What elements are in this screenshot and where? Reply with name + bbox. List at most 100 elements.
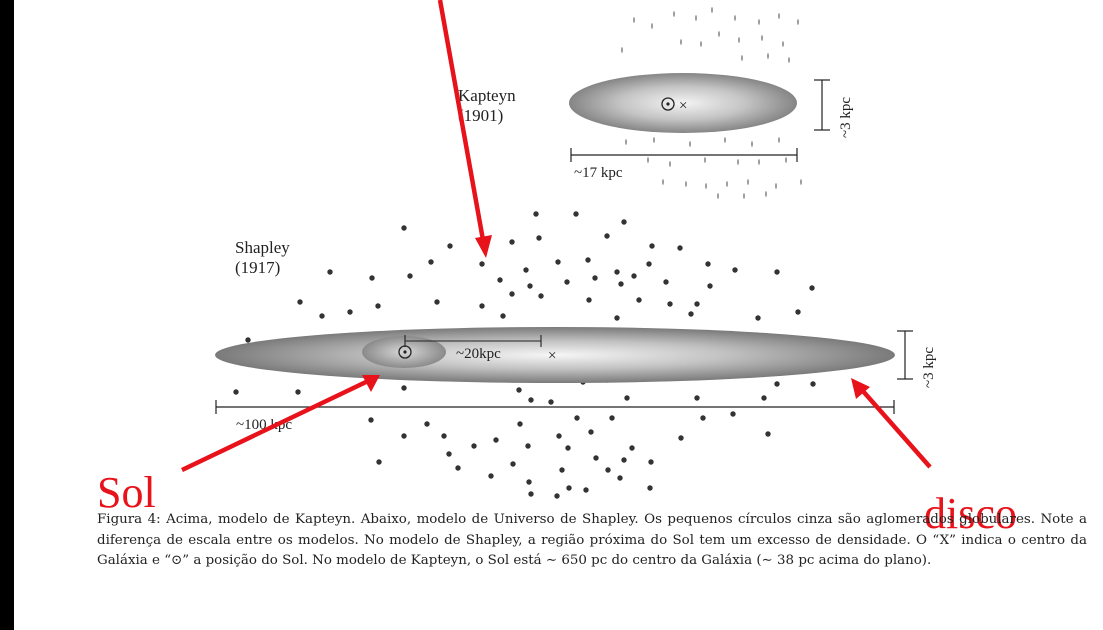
globular-cluster-dot (525, 443, 531, 449)
kapteyn-year: (1901) (458, 106, 503, 125)
shapley-width-scale (215, 400, 895, 414)
globular-cluster-dot (761, 395, 767, 401)
globular-cluster-dot (649, 243, 655, 249)
globular-cluster-dot (810, 381, 816, 387)
globular-cluster-dot (428, 259, 434, 265)
kapteyn-star-mark (653, 137, 655, 143)
kapteyn-star-mark (758, 159, 760, 165)
sun-label: Sol (97, 468, 156, 517)
globular-cluster-dot (667, 301, 673, 307)
globular-cluster-dot (677, 245, 683, 251)
globular-cluster-dot (424, 421, 430, 427)
globular-cluster-dot (624, 395, 630, 401)
globular-cluster-dot (604, 233, 610, 239)
kapteyn-star-mark (797, 19, 799, 25)
globular-cluster-dot (617, 475, 623, 481)
kapteyn-star-mark (647, 157, 649, 163)
globular-cluster-dot (636, 297, 642, 303)
kapteyn-star-mark (782, 41, 784, 47)
globular-cluster-dot (548, 399, 554, 405)
globular-cluster-dot (327, 269, 333, 275)
kapteyn-star-mark (724, 137, 726, 143)
globular-cluster-dot (434, 299, 440, 305)
globular-cluster-dot (527, 283, 533, 289)
globular-cluster-dot (585, 257, 591, 263)
globular-cluster-dot (536, 235, 542, 241)
kapteyn-star-mark (662, 179, 664, 185)
globular-cluster-dot (694, 395, 700, 401)
globular-cluster-dot (574, 415, 580, 421)
globular-cluster-dot (446, 451, 452, 457)
globular-cluster-dot (554, 493, 560, 499)
globular-cluster-dot (564, 279, 570, 285)
kapteyn-star-mark (669, 161, 671, 167)
globular-cluster-dot (629, 445, 635, 451)
kapteyn-star-mark (785, 157, 787, 163)
globular-cluster-dot (730, 411, 736, 417)
globular-cluster-dot (755, 315, 761, 321)
globular-cluster-dot (526, 479, 532, 485)
globular-cluster-dot (555, 259, 561, 265)
globular-cluster-dot (614, 269, 620, 275)
kapteyn-sun-dot (666, 102, 670, 106)
globular-cluster-dot (774, 381, 780, 387)
globular-cluster-dot (663, 279, 669, 285)
sun-arrow (181, 375, 380, 473)
disk-label: disco (924, 489, 1017, 538)
kapteyn-star-mark (743, 193, 745, 199)
globular-cluster-dot (497, 277, 503, 283)
kapteyn-star-mark (621, 47, 623, 53)
shapley-width-label: ~100 kpc (236, 417, 292, 433)
globular-cluster-dot (809, 285, 815, 291)
globular-cluster-dot (556, 433, 562, 439)
globular-cluster-dot (565, 445, 571, 451)
kapteyn-star-mark (711, 7, 713, 13)
kapteyn-star-mark (765, 191, 767, 197)
kapteyn-sun-symbol (661, 97, 675, 111)
globular-cluster-dot (774, 269, 780, 275)
globular-cluster-dot (765, 431, 771, 437)
globular-cluster-dot (233, 389, 239, 395)
kapteyn-star-mark (767, 53, 769, 59)
globular-cluster-dot (447, 243, 453, 249)
left-black-bar (0, 0, 14, 630)
kapteyn-width-label: ~17 kpc (574, 165, 623, 181)
kapteyn-star-mark (737, 159, 739, 165)
shapley-center-x: × (548, 348, 556, 364)
globular-cluster-dot (441, 433, 447, 439)
globular-cluster-dot (538, 293, 544, 299)
shapley-name: Shapley (235, 238, 290, 257)
shapley-sun-dot (403, 350, 407, 354)
globular-cluster-dot (407, 273, 413, 279)
kapteyn-star-mark (751, 141, 753, 147)
globular-cluster-dot (694, 301, 700, 307)
kapteyn-star-mark (695, 15, 697, 21)
globular-cluster-dot (509, 291, 515, 297)
kapteyn-star-mark (778, 13, 780, 19)
globular-cluster-dot (375, 303, 381, 309)
globular-cluster-dot (707, 283, 713, 289)
kapteyn-star-mark (651, 23, 653, 29)
kapteyn-star-mark (680, 39, 682, 45)
globular-cluster-dot (376, 459, 382, 465)
globular-cluster-dot (647, 485, 653, 491)
globular-cluster-dot (631, 273, 637, 279)
globular-cluster-dot (297, 299, 303, 305)
globular-cluster-dot (528, 491, 534, 497)
kapteyn-star-mark (625, 139, 627, 145)
kapteyn-star-mark (800, 179, 802, 185)
globular-cluster-dot (510, 461, 516, 467)
globular-cluster-dot (592, 275, 598, 281)
sun-distance-scale (404, 335, 542, 347)
kapteyn-star-mark (778, 137, 780, 143)
kapteyn-star-mark (705, 183, 707, 189)
globular-cluster-dot (586, 297, 592, 303)
globular-cluster-dot (516, 387, 522, 393)
shapley-height-scale (897, 330, 913, 380)
globular-cluster-dot (621, 219, 627, 225)
globular-cluster-dot (700, 415, 706, 421)
kapteyn-star-mark (741, 55, 743, 61)
globular-cluster-dot (614, 315, 620, 321)
globular-cluster-dot (646, 261, 652, 267)
globular-cluster-dot (401, 385, 407, 391)
